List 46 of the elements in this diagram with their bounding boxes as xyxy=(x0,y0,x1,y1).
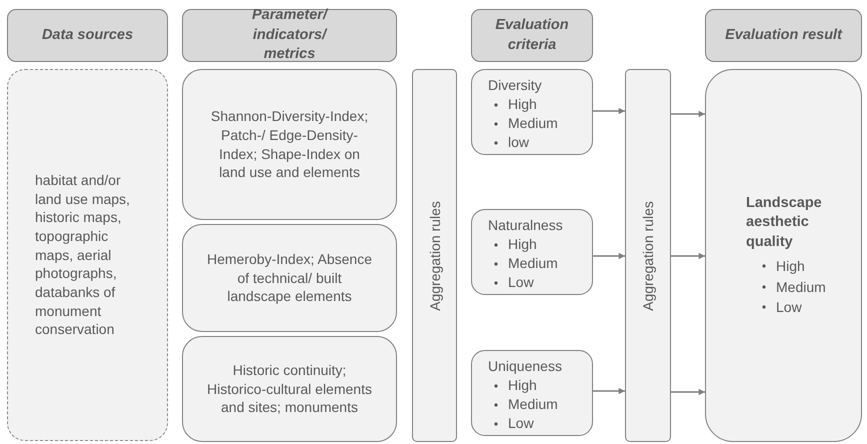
list-item: Low xyxy=(776,296,826,318)
list-item: Medium xyxy=(508,254,558,274)
box-text: Hemeroby-Index; Absence of technical/ built landscape elements xyxy=(207,250,372,306)
list-item: High xyxy=(508,235,558,254)
criterion-title: Naturalness xyxy=(488,216,563,235)
criterion-title: Diversity xyxy=(488,76,542,95)
list-item: Medium xyxy=(508,114,558,134)
box-text: Historic continuity; Historico-cultural elements and sites; monuments xyxy=(207,360,372,418)
criteria-box xyxy=(471,350,593,436)
parameter-box xyxy=(182,69,397,220)
aggregation-bar xyxy=(412,69,457,442)
result-title: Landscape aesthetic quality xyxy=(746,194,823,252)
arrow xyxy=(593,252,625,260)
arrow xyxy=(593,108,625,114)
parameter-box xyxy=(182,224,397,332)
header-label: Data sources xyxy=(40,26,134,45)
list-item: Medium xyxy=(776,276,826,297)
header-label: Parameter/ indicators/ metrics xyxy=(251,6,330,64)
box-text: Shannon-Diversity-Index; Patch-/ Edge-Density-Index; Shape-Index on land use and elements xyxy=(210,107,370,182)
aggregation-bar xyxy=(625,69,671,442)
arrow xyxy=(671,388,705,396)
arrow xyxy=(671,110,705,118)
header-label: Evaluation criteria xyxy=(494,16,570,54)
header-label: Evaluation result xyxy=(724,26,844,45)
data-sources-box xyxy=(7,69,168,441)
vertical-label: Aggregation rules xyxy=(640,200,656,310)
list-item: Low xyxy=(508,414,558,434)
column-header xyxy=(7,9,168,62)
list-item: High xyxy=(508,376,558,396)
column-header xyxy=(471,9,593,62)
criteria-box xyxy=(471,69,593,155)
list-item: High xyxy=(508,95,558,114)
column-header xyxy=(182,9,397,62)
arrow xyxy=(671,252,705,260)
vertical-label: Aggregation rules xyxy=(426,200,442,310)
box-text: habitat and/or land use maps, historic maps, topographic maps, aerial photographs, databanks of monument conservation xyxy=(35,171,131,339)
list-item: High xyxy=(776,256,826,277)
parameter-box xyxy=(182,336,397,442)
arrow xyxy=(593,388,625,394)
column-header xyxy=(705,9,862,62)
list-item: Medium xyxy=(508,395,558,414)
list-item: Low xyxy=(508,273,558,292)
criterion-title: Uniqueness xyxy=(488,357,562,376)
criteria-box xyxy=(471,209,593,295)
list-item: low xyxy=(508,133,558,152)
result-box xyxy=(705,69,862,442)
